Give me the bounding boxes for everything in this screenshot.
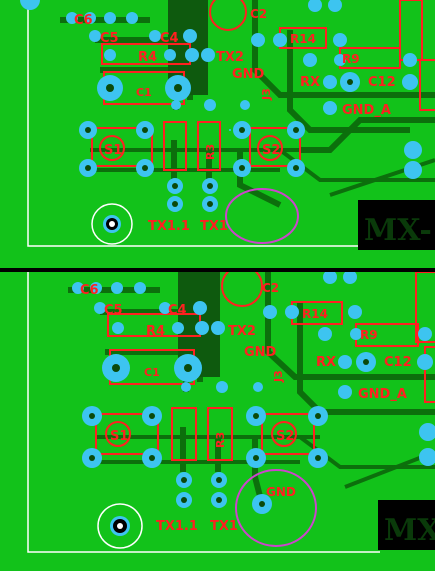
label-r4: R4 [138,50,157,65]
label-gnd: GND [244,345,277,360]
label-c4: C4 [168,303,187,318]
pad-holes-top [85,79,353,207]
label-rx: RX [300,75,320,90]
mounting-hole-bottom [97,503,143,549]
label-tx2: TX2 [216,50,244,65]
label-r4: R4 [146,324,165,339]
label-tx1-1: TX1.1 [156,519,198,534]
label-j3: J3 [272,370,285,383]
mounting-hole-top [91,203,133,245]
label-c6: C6 [80,283,99,298]
board-logo: MX [384,513,435,548]
label-rx: RX [316,355,336,370]
label-r14: R14 [302,307,328,321]
label-r9: R9 [360,328,378,342]
pcb-layout-bottom: MX C6 C5 C4 R4 C1 TX2 GND C2 R14 R9 RX C… [0,272,435,571]
label-s2: S2 [276,429,294,444]
label-c2: C2 [250,7,267,21]
board-logo: MX- [364,213,432,248]
label-gnd-a: GND_A [342,103,391,118]
highlight-circle [235,469,317,547]
label-r3: R3 [214,432,227,448]
label-gnd: GND [232,67,265,82]
label-c6: C6 [74,13,93,28]
logo-background [358,200,435,250]
label-j3: J3 [260,88,273,101]
label-tx1: TX1 [210,519,238,534]
label-tx2: TX2 [228,324,256,339]
label-c12: C12 [368,75,396,90]
board-outline [27,272,380,553]
label-c1: C1 [144,366,160,379]
label-gnd-a: GND_A [358,387,407,402]
label-c2: C2 [262,281,279,295]
label-tx1-1: TX1.1 [148,219,190,234]
label-c5: C5 [100,31,119,46]
label-r14: R14 [290,32,316,46]
label-r3: R3 [204,144,217,160]
label-c5: C5 [104,303,123,318]
logo-background [378,500,435,550]
board-outline [27,0,360,247]
pad-holes-bottom [89,359,369,507]
label-c4: C4 [160,31,179,46]
label-s1: S1 [104,143,122,158]
label-tx1: TX1 [200,219,228,234]
pcb-view-top: MX- C6 C5 C4 R4 C1 TX2 GND C2 R14 R9 RX … [0,0,435,268]
highlight-circle [225,188,299,244]
pcb-layout-top: MX- C6 C5 C4 R4 C1 TX2 GND C2 R14 R9 RX … [0,0,435,268]
label-r9: R9 [342,52,360,66]
label-c1: C1 [136,86,152,99]
label-c12: C12 [384,355,412,370]
label-s1: S1 [110,429,128,444]
label-gnd-pad: GND [266,485,296,499]
pcb-view-bottom: MX C6 C5 C4 R4 C1 TX2 GND C2 R14 R9 RX C… [0,272,435,571]
label-s2: S2 [262,143,280,158]
